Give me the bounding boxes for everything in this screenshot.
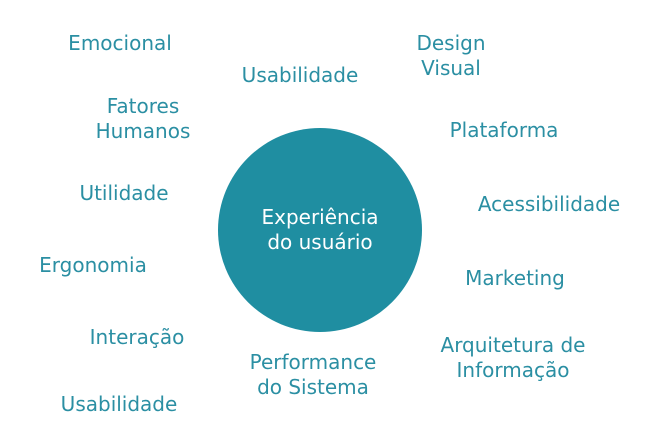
label-usabilidade-bottom: Usabilidade <box>60 392 178 416</box>
label-ergonomia: Ergonomia <box>39 253 147 277</box>
center-circle: Experiência do usuário <box>218 128 422 332</box>
label-marketing: Marketing <box>465 266 565 290</box>
label-usabilidade-top: Usabilidade <box>241 63 359 87</box>
label-emocional: Emocional <box>68 31 172 55</box>
label-interacao: Interação <box>89 325 185 349</box>
label-acessibilidade: Acessibilidade <box>477 192 621 216</box>
center-label: Experiência do usuário <box>261 205 379 254</box>
label-utilidade: Utilidade <box>79 181 169 205</box>
label-plataforma: Plataforma <box>449 118 559 142</box>
